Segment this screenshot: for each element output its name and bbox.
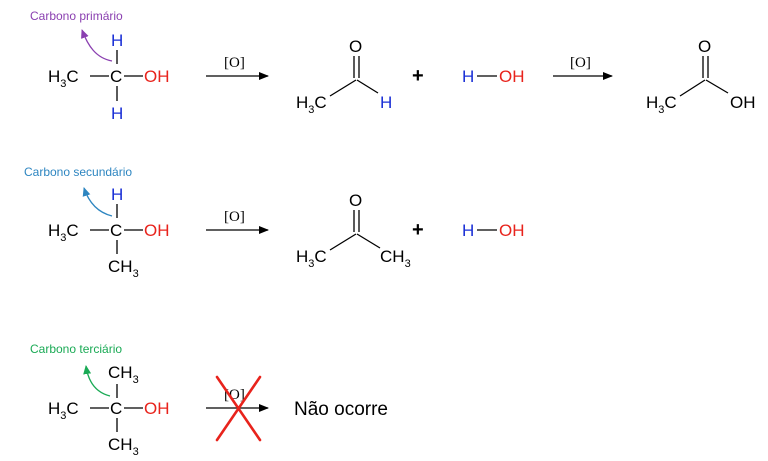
hydrogen-atom: H: [111, 31, 123, 50]
bond: [679, 79, 706, 97]
cross-mark: [215, 375, 262, 442]
water-hydrogen: H: [462, 221, 474, 240]
oxidant-label: [O]: [224, 209, 245, 225]
row-tertiary: Carbono terciário CH3 H3C C OH CH3 [O] N…: [30, 342, 388, 458]
carbonyl-oxygen: O: [349, 191, 362, 210]
no-reaction-text: Não ocorre: [294, 399, 388, 420]
water-hydroxyl: OH: [499, 67, 525, 86]
methyl-group: CH3: [108, 363, 139, 386]
methyl-group: H3C: [296, 93, 327, 116]
plus-sign: +: [412, 219, 424, 241]
carbonyl-oxygen: O: [349, 37, 362, 56]
hydrogen-atom: H: [380, 93, 392, 112]
hydroxyl-group: OH: [144, 221, 170, 240]
hydrogen-atom: H: [111, 104, 123, 123]
methyl-group: H3C: [296, 247, 327, 270]
methyl-group: CH3: [108, 435, 139, 458]
oxidant-label: [O]: [224, 55, 245, 71]
tertiary-curved-arrow: [83, 365, 111, 397]
methyl-group: CH3: [380, 247, 411, 270]
bond: [356, 79, 379, 94]
methyl-group: CH3: [108, 257, 139, 280]
hydroxyl-group: OH: [144, 399, 170, 418]
primary-carbon-label: Carbono primário: [30, 9, 123, 23]
bond: [705, 79, 729, 94]
central-carbon: C: [110, 399, 122, 418]
row-primary: Carbono primário H3C C OH H H [O] O H3C …: [30, 9, 756, 123]
central-carbon: C: [110, 67, 122, 86]
bond: [329, 79, 357, 97]
oxidant-label: [O]: [224, 387, 245, 403]
row-secondary: Carbono secundário H3C C OH H CH3 [O] O …: [24, 165, 525, 280]
methyl-group: H3C: [48, 221, 79, 244]
bond: [356, 233, 381, 249]
methyl-group: H3C: [48, 399, 79, 422]
oxidant-label: [O]: [570, 55, 591, 71]
secondary-curved-arrow: [82, 187, 113, 217]
water-hydrogen: H: [462, 67, 474, 86]
water-hydroxyl: OH: [499, 221, 525, 240]
carbonyl-oxygen: O: [698, 37, 711, 56]
secondary-carbon-label: Carbono secundário: [24, 165, 132, 179]
central-carbon: C: [110, 221, 122, 240]
tertiary-carbon-label: Carbono terciário: [30, 342, 122, 356]
bond: [329, 233, 357, 251]
primary-curved-arrow: [81, 29, 113, 62]
hydroxyl-group: OH: [730, 93, 756, 112]
hydroxyl-group: OH: [144, 67, 170, 86]
plus-sign: +: [412, 65, 424, 87]
hydrogen-atom: H: [111, 185, 123, 204]
methyl-group: H3C: [48, 67, 79, 90]
methyl-group: H3C: [646, 93, 677, 116]
